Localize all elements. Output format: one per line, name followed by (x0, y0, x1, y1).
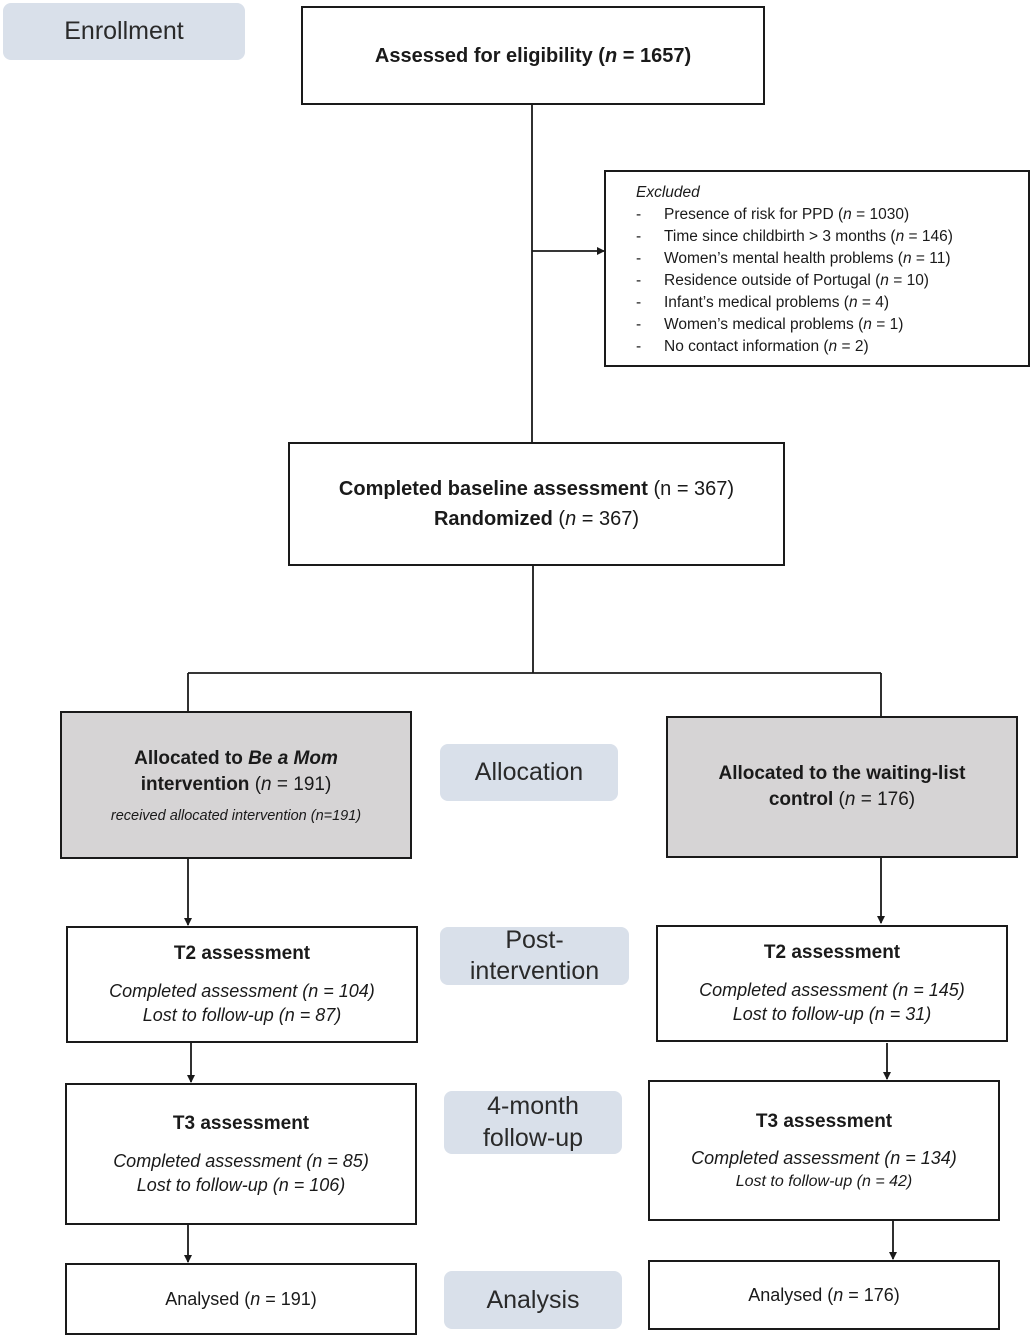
excluded-item: Women’s medical problems (n = 1) (636, 314, 953, 336)
control-analysed-text: Analysed (n = 176) (748, 1284, 900, 1305)
control-allocated-line2: control (n = 176) (768, 789, 916, 810)
baseline-label: Completed baseline assessment (338, 478, 648, 500)
stage-post-intervention-line1: Post- (505, 925, 564, 954)
intervention-t3-lost: Lost to follow-up (n = 106) (136, 1174, 346, 1195)
excluded-item: Women’s mental health problems (n = 11) (636, 248, 953, 270)
stage-post-intervention-line2: intervention (469, 957, 600, 985)
stage-followup: 4-month follow-up (444, 1091, 622, 1154)
excluded-title: Excluded (636, 184, 700, 201)
control-t3-lost: Lost to follow-up (n = 42) (735, 1172, 913, 1190)
control-t2-completed: Completed assessment (n = 145) (699, 980, 965, 1001)
control-t2-box: T2 assessment Completed assessment (n = … (656, 925, 1008, 1042)
stage-followup-line1: 4-month (487, 1092, 579, 1121)
stage-post-intervention: Post- intervention (440, 925, 629, 985)
excluded-item: Presence of risk for PPD (n = 1030) (636, 204, 953, 226)
excluded-item: Infant’s medical problems (n = 4) (636, 292, 953, 314)
stage-enrollment: Enrollment (3, 3, 245, 60)
excluded-list: Presence of risk for PPD (n = 1030) Time… (636, 204, 953, 358)
stage-enrollment-label: Enrollment (64, 17, 184, 46)
intervention-allocation-box: Allocated to Be a Mom intervention (n = … (60, 711, 412, 859)
intervention-t2-box: T2 assessment Completed assessment (n = … (66, 926, 418, 1043)
assessed-box: Assessed for eligibility (n = 1657) (301, 6, 765, 105)
stage-analysis-label: Analysis (486, 1285, 580, 1314)
intervention-t2-completed: Completed assessment (n = 104) (109, 981, 375, 1002)
intervention-allocated-line2: intervention (n = 191) (140, 774, 332, 795)
control-t2-title: T2 assessment (763, 942, 901, 964)
stage-allocation-label: Allocation (474, 758, 584, 787)
intervention-t3-box: T3 assessment Completed assessment (n = … (65, 1083, 417, 1225)
intervention-analysed-box: Analysed (n = 191) (65, 1263, 417, 1335)
randomized-count: = 367) (576, 508, 640, 530)
stage-allocation: Allocation (440, 744, 618, 801)
intervention-t3-completed: Completed assessment (n = 85) (113, 1150, 369, 1171)
randomized-line: Randomized (n = 367) (433, 508, 640, 530)
control-count: = 176) (855, 789, 916, 810)
control-analysed-box: Analysed (n = 176) (648, 1260, 1000, 1330)
assessed-label: Assessed for eligibility ( (374, 44, 605, 67)
control-t2-lost: Lost to follow-up (n = 31) (732, 1004, 932, 1025)
randomized-label: Randomized (433, 508, 553, 530)
intervention-analysed-count: = 191) (260, 1288, 317, 1309)
control-allocation-box: Allocated to the waiting-list control (n… (666, 716, 1018, 858)
stage-analysis: Analysis (444, 1271, 622, 1329)
control-t3-box: T3 assessment Completed assessment (n = … (648, 1080, 1000, 1221)
excluded-box: Excluded Presence of risk for PPD (n = 1… (604, 170, 1030, 367)
intervention-allocated-line1: Allocated to Be a Mom (134, 748, 338, 770)
baseline-line: Completed baseline assessment (n = 367) (339, 474, 734, 504)
excluded-item: No contact information (n = 2) (636, 336, 953, 358)
assessed-n-symbol: n (604, 44, 618, 67)
assessed-text: Assessed for eligibility (n = 1657) (375, 41, 691, 71)
intervention-t2-title: T2 assessment (173, 943, 311, 965)
control-t3-completed: Completed assessment (n = 134) (691, 1148, 957, 1169)
control-t3-title: T3 assessment (755, 1110, 893, 1132)
stage-followup-line2: follow-up (482, 1123, 584, 1152)
excluded-item: Time since childbirth > 3 months (n = 14… (636, 226, 953, 248)
control-allocated-line1: Allocated to the waiting-list (718, 763, 966, 785)
excluded-item: Residence outside of Portugal (n = 10) (636, 270, 953, 292)
intervention-received: received allocated intervention (n=191) (110, 807, 362, 824)
intervention-count: = 191) (271, 774, 332, 795)
control-analysed-count: = 176) (843, 1284, 900, 1305)
intervention-t2-lost: Lost to follow-up (n = 87) (142, 1005, 342, 1026)
intervention-t3-title: T3 assessment (172, 1112, 310, 1134)
assessed-value: = 1657) (617, 44, 692, 67)
baseline-count: (n = 367) (647, 478, 735, 500)
intervention-analysed-text: Analysed (n = 191) (165, 1288, 317, 1309)
program-name: Be a Mom (248, 748, 338, 770)
baseline-box: Completed baseline assessment (n = 367) … (288, 442, 785, 566)
